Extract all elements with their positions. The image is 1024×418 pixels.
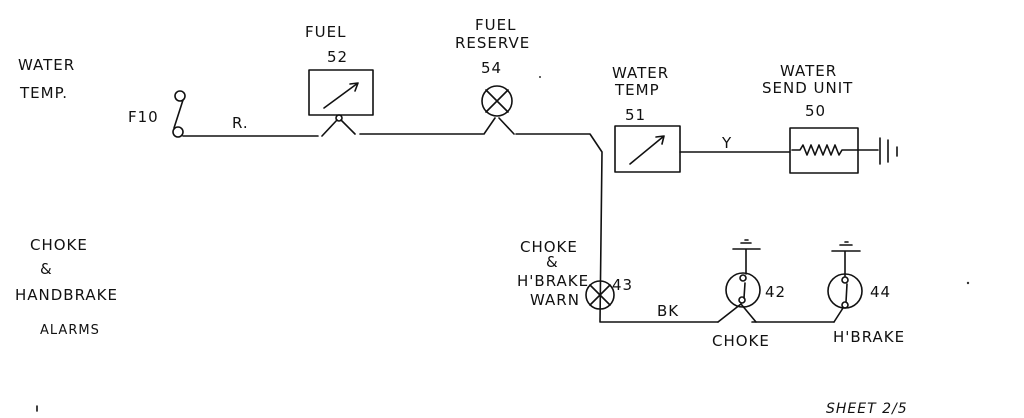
stray-mark [966, 281, 970, 285]
label-line: ALARMS [40, 323, 100, 338]
water-temp-gauge: WATER TEMP 51 [612, 64, 791, 173]
switch-blade [717, 282, 757, 323]
gauge-needle-icon [323, 82, 359, 109]
ground-icon [732, 239, 761, 275]
wire-label-yellow: Y [721, 134, 732, 152]
component-name: SEND UNIT [762, 79, 853, 97]
fuel-gauge: FUEL 52 [305, 23, 374, 137]
resistor-icon [791, 144, 879, 156]
switch-blade [173, 99, 184, 129]
warn-lamp: CHOKE & H'BRAKE WARN 43 [517, 238, 633, 310]
switch-icon [827, 273, 863, 309]
ground-icon [879, 137, 898, 165]
component-name: RESERVE [455, 34, 530, 52]
lamp-icon [481, 85, 513, 117]
lamp-icon [585, 280, 615, 310]
lamp-cross [589, 284, 611, 306]
component-name: FUEL [305, 23, 346, 41]
component-number: 51 [625, 106, 646, 124]
label-line: CHOKE [30, 236, 88, 254]
lamp-legs [483, 117, 515, 135]
component-number: 52 [327, 48, 348, 66]
component-name: & [546, 253, 559, 271]
component-name: H'BRAKE [517, 272, 589, 290]
choke-handbrake-section-label: CHOKE & HANDBRAKE ALARMS [15, 236, 118, 338]
component-number: 50 [805, 102, 826, 120]
gauge-legs [321, 119, 356, 137]
switch-label: F10 [128, 108, 159, 126]
gauge-box [614, 125, 681, 173]
component-name: CHOKE [712, 332, 770, 350]
wire [182, 133, 835, 323]
switch-f10: F10 [128, 90, 186, 138]
label-line: WATER [18, 56, 75, 74]
water-send-unit: WATER SEND UNIT 50 [762, 62, 898, 174]
terminal [738, 296, 746, 304]
component-name: FUEL [475, 16, 516, 34]
choke-switch: 42 CHOKE [712, 239, 786, 350]
component-name: WATER [780, 62, 837, 80]
terminal [841, 301, 849, 309]
gauge-box [308, 69, 374, 116]
switch-icon [725, 272, 761, 308]
component-name: WARN [530, 291, 580, 309]
ground-icon [831, 241, 861, 277]
wire-label-red: R. [232, 114, 249, 132]
switch-contact-icon [174, 90, 186, 102]
switch-contact-icon [172, 126, 184, 138]
gauge-needle-icon [629, 135, 665, 165]
component-number: 54 [481, 59, 502, 77]
label-line: & [40, 260, 53, 278]
component-name: WATER [612, 64, 669, 82]
wire-label-black: BK [657, 302, 679, 320]
component-name: CHOKE [520, 238, 578, 256]
label-line: TEMP. [19, 84, 68, 102]
terminal [841, 276, 849, 284]
stray-mark [539, 76, 541, 78]
fuel-reserve-lamp: FUEL RESERVE 54 [455, 16, 530, 135]
sheet-number: SHEET 2/5 [826, 401, 908, 417]
lamp-cross [485, 89, 509, 113]
water-temp-section-label: WATER TEMP. [18, 56, 75, 102]
component-number: 43 [612, 276, 633, 294]
switch-blade [833, 283, 848, 323]
terminal [335, 114, 343, 122]
component-name: H'BRAKE [833, 328, 905, 346]
label-line: HANDBRAKE [15, 286, 118, 304]
hbrake-switch: 44 H'BRAKE [827, 241, 905, 346]
terminal [739, 274, 747, 282]
component-number: 44 [870, 283, 891, 301]
component-number: 42 [765, 283, 786, 301]
component-name: TEMP [614, 81, 660, 99]
